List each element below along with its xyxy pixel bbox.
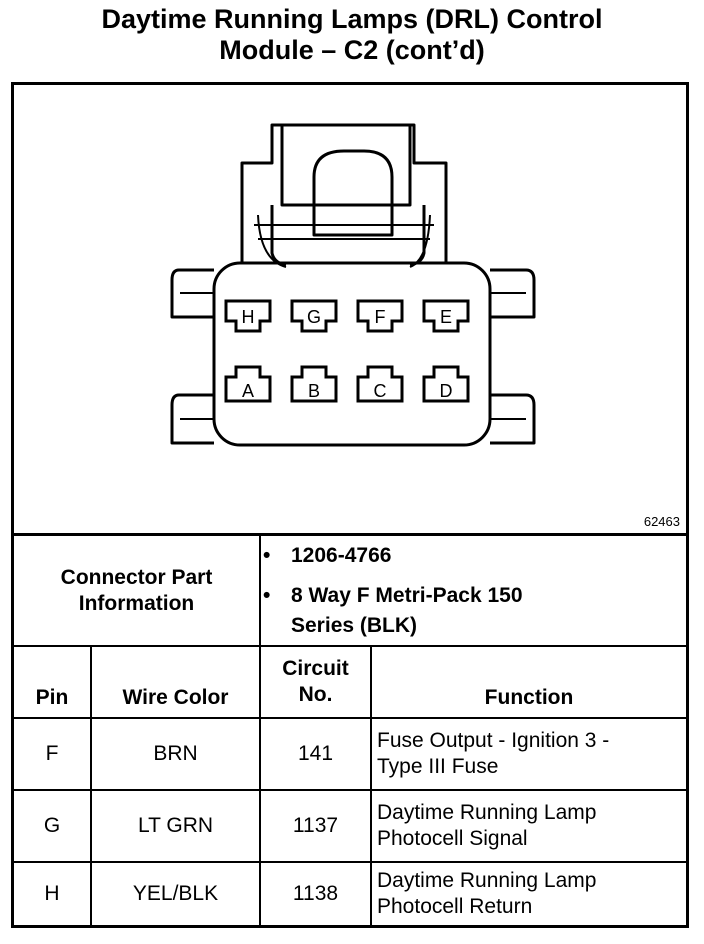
divider-info (14, 645, 686, 647)
row-function: Fuse Output - Ignition 3 - Type III Fuse (377, 729, 610, 778)
row-circuit: 141 (297, 742, 334, 765)
row-pin: G (43, 814, 61, 837)
divider-row-1 (14, 789, 686, 791)
divider-circuit-column (370, 647, 372, 925)
pin-label-a: A (242, 381, 254, 401)
header-circuit-line-1: Circuit (282, 657, 349, 680)
pin-label-h: H (242, 307, 255, 327)
row-circuit: 1137 (292, 814, 339, 837)
header-wire-color: Wire Color (122, 686, 229, 709)
connector-info-list: 1206-4766 8 Way F Metri-Pack 150 Series … (263, 541, 683, 651)
divider-figure (14, 533, 686, 536)
pin-label-e: E (440, 307, 452, 327)
header-circuit-line-2: No. (298, 683, 333, 706)
row-function: Daytime Running Lamp Photocell Return (377, 869, 597, 918)
header-function: Function (484, 686, 574, 709)
connector-info-label-line-2: Information (78, 591, 195, 615)
row-pin: F (45, 742, 59, 765)
connector-info-label: Connector Part Information (14, 536, 259, 645)
pin-label-d: D (440, 381, 453, 401)
header-pin: Pin (35, 686, 69, 709)
row-pin: H (44, 882, 60, 905)
connector-figure: H G F E A B C D 62463 (14, 85, 686, 535)
row-circuit: 1138 (292, 882, 339, 905)
divider-header (14, 717, 686, 719)
connector-description: 8 Way F Metri-Pack 150 Series (BLK) (263, 581, 683, 641)
divider-info-vertical (259, 536, 261, 646)
connector-part-number: 1206-4766 (263, 541, 683, 571)
page-title: Daytime Running Lamps (DRL) Control Modu… (0, 4, 704, 66)
header-circuit-no: Circuit No. (261, 647, 370, 717)
row-wire-color: BRN (153, 742, 198, 765)
title-line-1: Daytime Running Lamps (DRL) Control (101, 4, 603, 34)
figure-number: 62463 (643, 514, 680, 529)
pin-label-c: C (374, 381, 387, 401)
divider-pin-column (90, 647, 92, 925)
divider-wire-column (259, 647, 261, 925)
title-line-2: Module – C2 (cont’d) (219, 35, 485, 65)
row-wire-color: YEL/BLK (132, 882, 219, 905)
row-function: Daytime Running Lamp Photocell Signal (377, 801, 597, 850)
pin-label-b: B (308, 381, 320, 401)
connector-info-label-line-1: Connector Part (60, 565, 213, 589)
connector-drawing: H G F E A B C D (170, 123, 536, 447)
pin-label-g: G (307, 307, 321, 327)
connector-frame: H G F E A B C D 62463 Connector Part Inf… (11, 82, 689, 928)
pin-label-f: F (375, 307, 386, 327)
divider-row-2 (14, 861, 686, 863)
row-wire-color: LT GRN (137, 814, 214, 837)
